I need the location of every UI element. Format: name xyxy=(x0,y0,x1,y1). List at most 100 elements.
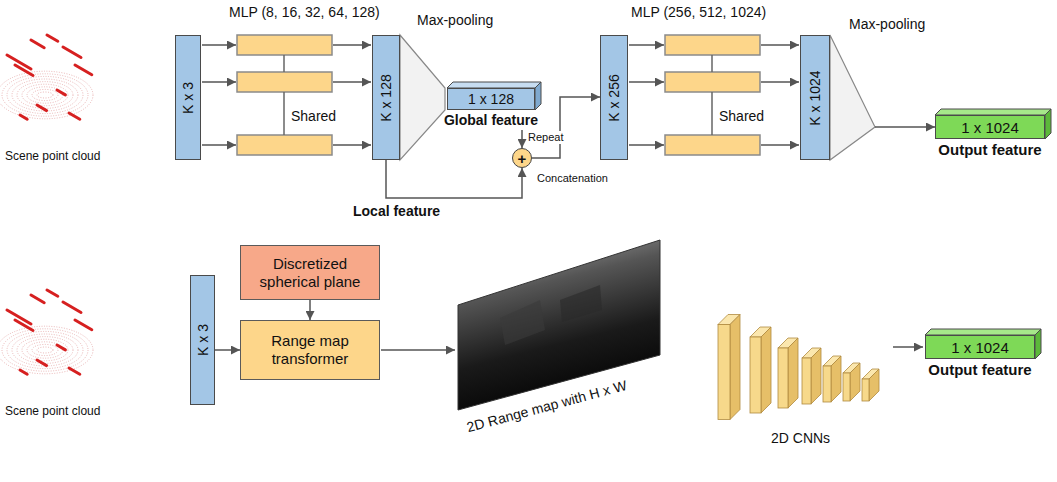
image-caption: Scene point cloud xyxy=(4,405,101,419)
output-feature: 1 x 1024Output feature xyxy=(925,335,1035,378)
conv-block xyxy=(718,315,740,420)
box-text: K x 128 xyxy=(378,74,394,121)
box-text: Range map transformer xyxy=(249,332,371,368)
scan-ring xyxy=(2,74,88,116)
conv-block xyxy=(802,348,821,404)
annotation-label: 2D CNNs xyxy=(770,430,831,446)
cnn-illustration xyxy=(718,315,879,420)
object-points xyxy=(20,370,27,374)
process-box: Range map transformer xyxy=(240,320,380,380)
object-points xyxy=(57,90,65,95)
object-points xyxy=(63,302,81,313)
range-map-image xyxy=(458,240,660,410)
dimension-text: 1 x 128 xyxy=(468,91,514,107)
vector-box: 1 x 128 xyxy=(447,88,535,110)
object-points xyxy=(37,360,47,366)
point-cloud xyxy=(0,290,93,374)
box-text: Discretized spherical plane xyxy=(249,255,371,291)
scan-ring xyxy=(0,71,93,119)
concat-operator: + xyxy=(512,148,532,168)
feature-heading: Output feature xyxy=(938,141,1041,158)
conv-block xyxy=(843,363,860,401)
object-points xyxy=(69,113,80,119)
feature-vector: 1 x 128Global feature xyxy=(447,88,535,128)
box-text: K x 3 xyxy=(180,82,196,114)
scan-ring xyxy=(37,92,53,98)
annotation-label: Max-pooling xyxy=(416,12,494,28)
input-box: Discretized spherical plane xyxy=(240,245,380,300)
object-points xyxy=(15,320,33,331)
flow-arrow xyxy=(532,97,600,158)
scan-ring xyxy=(37,347,53,353)
conv-block xyxy=(862,369,879,401)
vector-box: 1 x 1024 xyxy=(925,335,1035,359)
object-points xyxy=(20,115,27,119)
dimension-text: 1 x 1024 xyxy=(951,339,1009,356)
flow-arrow xyxy=(215,349,240,351)
conv-block xyxy=(778,338,798,408)
object-points xyxy=(57,345,65,350)
shared-mlp-1 xyxy=(237,35,332,155)
annotation-label: Max-pooling xyxy=(848,16,926,32)
annotation-label: Concatenation xyxy=(536,172,609,185)
tensor-box: K x 256 xyxy=(600,35,628,160)
flow-arrow xyxy=(875,126,935,128)
flow-arrow xyxy=(386,160,522,198)
object-points xyxy=(75,320,92,330)
max-pooling-shape xyxy=(830,35,875,160)
box-text: K x 256 xyxy=(606,74,622,121)
box-text: K x 3 xyxy=(195,324,211,356)
scan-ring xyxy=(32,89,58,100)
object-points xyxy=(15,65,33,76)
tensor-box: K x 128 xyxy=(372,35,400,160)
scan-ring xyxy=(22,84,68,106)
object-points xyxy=(69,368,80,374)
shared-links xyxy=(284,55,712,135)
pooling-and-faces xyxy=(400,35,1051,359)
object-points xyxy=(47,290,58,296)
scan-ring xyxy=(12,79,78,111)
annotation-label: MLP (256, 512, 1024) xyxy=(630,4,767,20)
image-caption: 2D Range map with H x W xyxy=(464,377,629,436)
output-feature: 1 x 1024Output feature xyxy=(935,115,1045,158)
dimension-text: 1 x 1024 xyxy=(961,119,1019,136)
edge-label: Repeat xyxy=(527,131,564,144)
scan-ring xyxy=(17,82,73,109)
object-points xyxy=(63,47,81,58)
mlp-arrows xyxy=(202,45,923,350)
box-face xyxy=(1045,109,1051,139)
box-text: K x 1024 xyxy=(807,70,823,125)
shared-mlp-2 xyxy=(665,35,760,155)
box-face xyxy=(1035,329,1041,359)
annotation-label: Shared xyxy=(290,108,337,124)
feature-heading: Global feature xyxy=(444,112,538,128)
scan-ring xyxy=(22,339,68,361)
object-points xyxy=(75,65,92,75)
conv-block xyxy=(750,327,771,413)
scan-ring xyxy=(2,329,88,371)
object-points xyxy=(31,40,44,48)
scan-ring xyxy=(17,337,73,364)
object-points xyxy=(37,105,47,111)
scan-ring xyxy=(0,326,93,374)
max-pooling-shape xyxy=(400,35,445,160)
flow-arrow xyxy=(309,300,311,320)
tensor-box: K x 1024 xyxy=(800,35,830,160)
scan-ring xyxy=(7,331,83,368)
annotation-label: Local feature xyxy=(352,203,441,219)
image-caption: Scene point cloud xyxy=(4,150,101,164)
annotation-label: Shared xyxy=(718,108,765,124)
object-points xyxy=(31,295,44,303)
vector-box: 1 x 1024 xyxy=(935,115,1045,139)
tensor-box: K x 3 xyxy=(190,275,215,405)
box-face xyxy=(535,82,541,110)
tensor-box: K x 3 xyxy=(175,35,201,160)
flow-arrow xyxy=(521,130,523,148)
point-cloud-image xyxy=(0,35,93,374)
point-cloud xyxy=(0,35,93,119)
scan-ring xyxy=(7,76,83,113)
scan-ring xyxy=(32,344,58,355)
scan-ring xyxy=(12,334,78,366)
annotation-label: MLP (8, 16, 32, 64, 128) xyxy=(228,4,381,20)
